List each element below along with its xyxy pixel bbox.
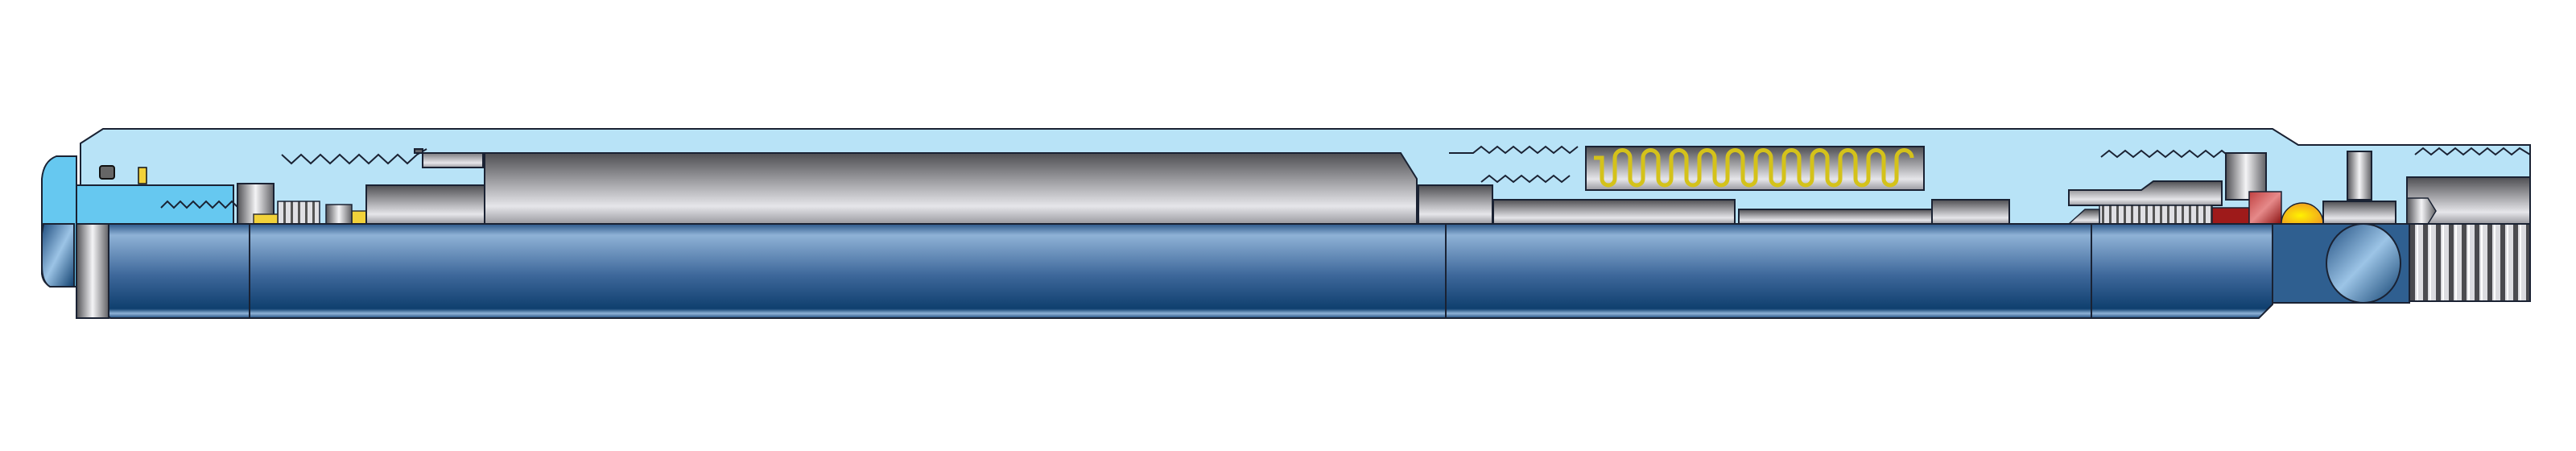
spring-coil-left	[277, 201, 320, 225]
steel-spacer	[1418, 184, 1493, 225]
fine-thread-section	[2099, 205, 2213, 225]
thread-left-lower	[160, 200, 239, 209]
steel-rod	[1492, 199, 1736, 225]
retainer-ring	[414, 148, 484, 168]
steel-ring	[325, 204, 353, 225]
thread-left-upper	[281, 148, 427, 165]
o-ring-seal	[99, 165, 115, 180]
red-seal-lower	[2211, 207, 2250, 225]
brass-collar	[253, 213, 279, 225]
thread-far-right	[2414, 147, 2531, 156]
steel-sleeve	[365, 184, 488, 225]
thread-middle-lower	[1480, 174, 1571, 184]
left-nut	[41, 223, 75, 288]
steel-port-plug	[2347, 151, 2372, 201]
right-pin	[2406, 197, 2437, 225]
steel-block	[1931, 199, 2010, 225]
left-collar	[76, 223, 109, 319]
yellow-ball	[2281, 202, 2324, 225]
brass-seal-ring	[138, 167, 147, 184]
steel-sleeve-right	[2068, 180, 2223, 206]
bellows	[1594, 148, 1914, 188]
internal-chamber	[484, 152, 1418, 225]
thread-middle-upper	[1449, 145, 1579, 155]
threaded-pin-end	[2409, 223, 2531, 302]
red-seal-upper	[2248, 191, 2282, 225]
mandrel-pipe	[81, 223, 2273, 319]
steel-rod-2	[1738, 209, 1933, 225]
thread-right-upper	[2100, 149, 2231, 159]
steel-seat	[2322, 201, 2396, 225]
ball-valve	[2326, 223, 2401, 304]
